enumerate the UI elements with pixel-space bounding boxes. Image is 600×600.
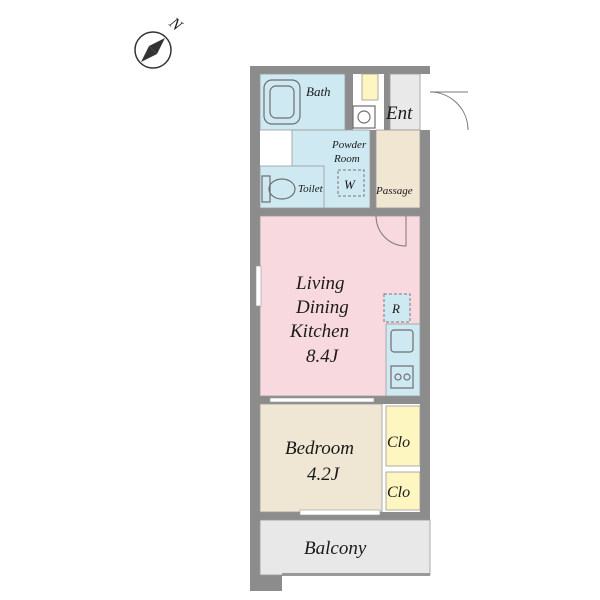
- entrance-floor: [389, 73, 421, 131]
- compass: N: [134, 14, 186, 69]
- entrance-label: Ent: [385, 103, 413, 124]
- balcony: Balcony: [259, 519, 431, 576]
- entrance-door-icon: [429, 91, 469, 131]
- powder-room-label-1: Powder: [331, 139, 367, 151]
- entrance: Ent: [361, 73, 469, 131]
- wall-bath-right: [345, 74, 353, 130]
- ldk-size: 8.4J: [306, 346, 340, 367]
- toilet-label: Toilet: [298, 183, 324, 195]
- bath-label: Bath: [306, 84, 331, 99]
- closet-1-label: Clo: [387, 434, 410, 451]
- bedroom: Bedroom 4.2J: [259, 397, 383, 516]
- living-dining-kitchen: R Living Dining Kitchen 8.4J: [255, 215, 421, 397]
- wall-left: [250, 66, 260, 591]
- balcony-rail: [282, 573, 430, 576]
- bedroom-label: Bedroom: [285, 438, 354, 459]
- closets: Clo Clo: [385, 405, 421, 511]
- compass-label: N: [165, 14, 186, 35]
- closet-1-area: [385, 405, 421, 467]
- bedroom-floor: [259, 403, 383, 513]
- kitchen-counter: [385, 323, 421, 397]
- passage-floor: [375, 129, 421, 209]
- basin-icon: [357, 110, 371, 124]
- bath-floor: [259, 73, 346, 131]
- bathtub-icon: [263, 79, 301, 125]
- ldk-label-2: Dining: [295, 297, 349, 318]
- washer-label: W: [344, 177, 356, 192]
- wall-mid-3: [260, 512, 430, 520]
- shoe-closet: [361, 73, 379, 101]
- closet-2-label: Clo: [387, 484, 410, 501]
- powder-room-label-2: Room: [333, 153, 360, 165]
- wall-bottom-left: [250, 575, 282, 591]
- bath-room: Bath: [259, 73, 346, 131]
- stove-icon: [390, 365, 414, 389]
- bedroom-window: [299, 509, 381, 516]
- toilet-bowl-icon: [268, 178, 296, 200]
- burner-icon: [394, 373, 402, 381]
- wall-right: [420, 130, 430, 522]
- burner-icon-2: [403, 373, 411, 381]
- ldk-window: [255, 265, 262, 307]
- bedroom-size: 4.2J: [307, 464, 341, 485]
- toilet-tank-icon: [261, 175, 271, 203]
- washer-icon: [337, 169, 365, 197]
- toilet-room: Toilet: [259, 165, 325, 209]
- passage-label: Passage: [375, 185, 413, 197]
- bathtub-inner-icon: [269, 85, 295, 119]
- bedroom-top-window: [269, 397, 375, 403]
- sink-icon-kitchen: [390, 329, 414, 353]
- balcony-floor: [259, 519, 431, 576]
- sink-icon: [352, 105, 376, 129]
- ldk-label-1: Living: [295, 273, 345, 294]
- ldk-label-3: Kitchen: [289, 321, 349, 342]
- toilet-floor: [259, 165, 325, 209]
- refrigerator-label: R: [391, 301, 400, 316]
- passage: Passage: [375, 129, 421, 209]
- ldk-door-icon: [375, 215, 407, 247]
- wall-top: [250, 66, 430, 74]
- wall-passage: [370, 130, 376, 208]
- balcony-label: Balcony: [304, 538, 367, 559]
- refrigerator-icon: [383, 293, 411, 323]
- compass-circle: [134, 31, 172, 69]
- compass-needle-tail-icon: [141, 46, 157, 62]
- wall-entry: [384, 74, 390, 130]
- closet-2-area: [385, 471, 421, 511]
- wall-mid-1: [260, 208, 420, 216]
